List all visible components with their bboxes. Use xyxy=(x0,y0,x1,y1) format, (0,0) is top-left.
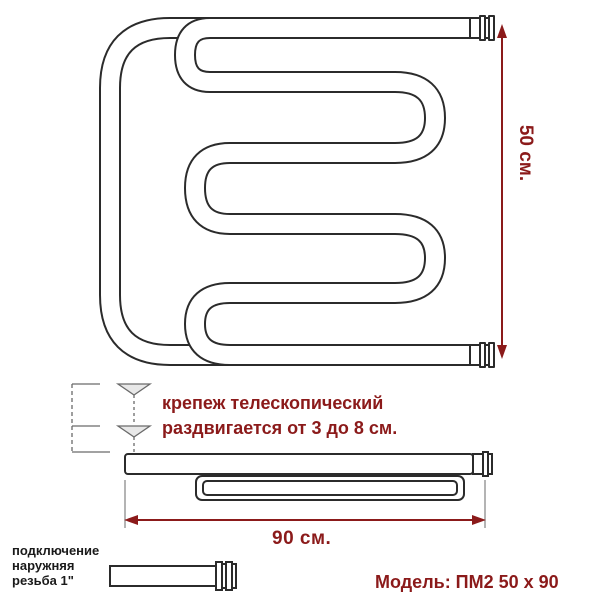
bottom-fitting xyxy=(469,342,495,368)
mount-caption: крепеж телескопический раздвигается от 3… xyxy=(162,391,397,441)
width-dimension xyxy=(124,480,486,528)
mount-line-1: крепеж телескопический xyxy=(162,393,384,413)
connection-line-3: резьба 1" xyxy=(12,573,74,588)
top-fitting xyxy=(469,15,495,41)
mount-line-2: раздвигается от 3 до 8 см. xyxy=(162,418,398,438)
top-view xyxy=(124,451,493,501)
width-label: 90 см. xyxy=(272,528,332,549)
front-view xyxy=(99,15,495,368)
connection-line-2: наружняя xyxy=(12,558,75,573)
connection-line-1: подключение xyxy=(12,543,100,558)
connection-pipe xyxy=(109,561,237,591)
connection-caption: подключение наружняя резьба 1" xyxy=(12,543,99,588)
bracket-symbols xyxy=(71,383,153,453)
height-label: 50 см. xyxy=(515,124,536,182)
model-label: Модель: ПМ2 50 х 90 xyxy=(375,572,559,592)
height-dimension xyxy=(497,24,507,359)
